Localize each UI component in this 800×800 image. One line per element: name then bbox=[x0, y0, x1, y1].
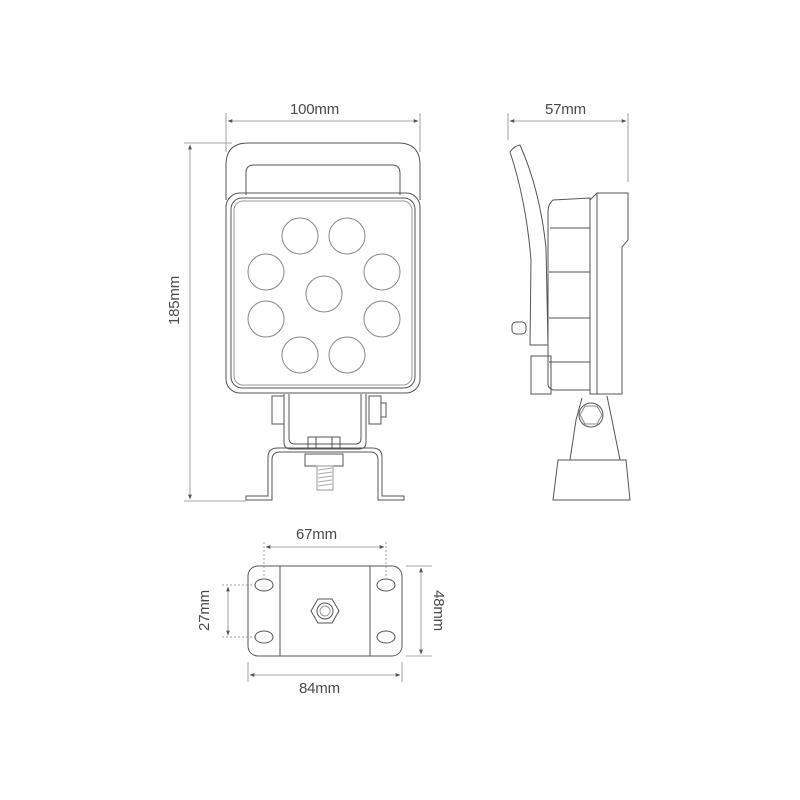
dim-label-base-height: 48mm bbox=[429, 590, 447, 631]
dimension-lines-front bbox=[184, 113, 421, 502]
dimension-lines-side bbox=[507, 113, 629, 182]
dimension-lines-base bbox=[222, 542, 432, 682]
side-handle bbox=[509, 144, 549, 346]
housing bbox=[225, 192, 421, 394]
dim-label-side-depth: 57mm bbox=[545, 101, 586, 118]
base-plate-view bbox=[247, 565, 403, 657]
dim-label-overall-height: 185mm bbox=[166, 275, 184, 326]
front-view bbox=[225, 142, 421, 501]
base-plate bbox=[247, 565, 403, 657]
led-array bbox=[247, 217, 401, 374]
dim-label-base-width: 84mm bbox=[299, 680, 340, 697]
handle bbox=[225, 142, 421, 200]
dim-label-front-width: 100mm bbox=[290, 101, 340, 118]
dim-label-hole-spacing-h: 67mm bbox=[296, 526, 337, 543]
side-view bbox=[509, 144, 631, 501]
dim-label-hole-spacing-v: 27mm bbox=[195, 590, 213, 631]
